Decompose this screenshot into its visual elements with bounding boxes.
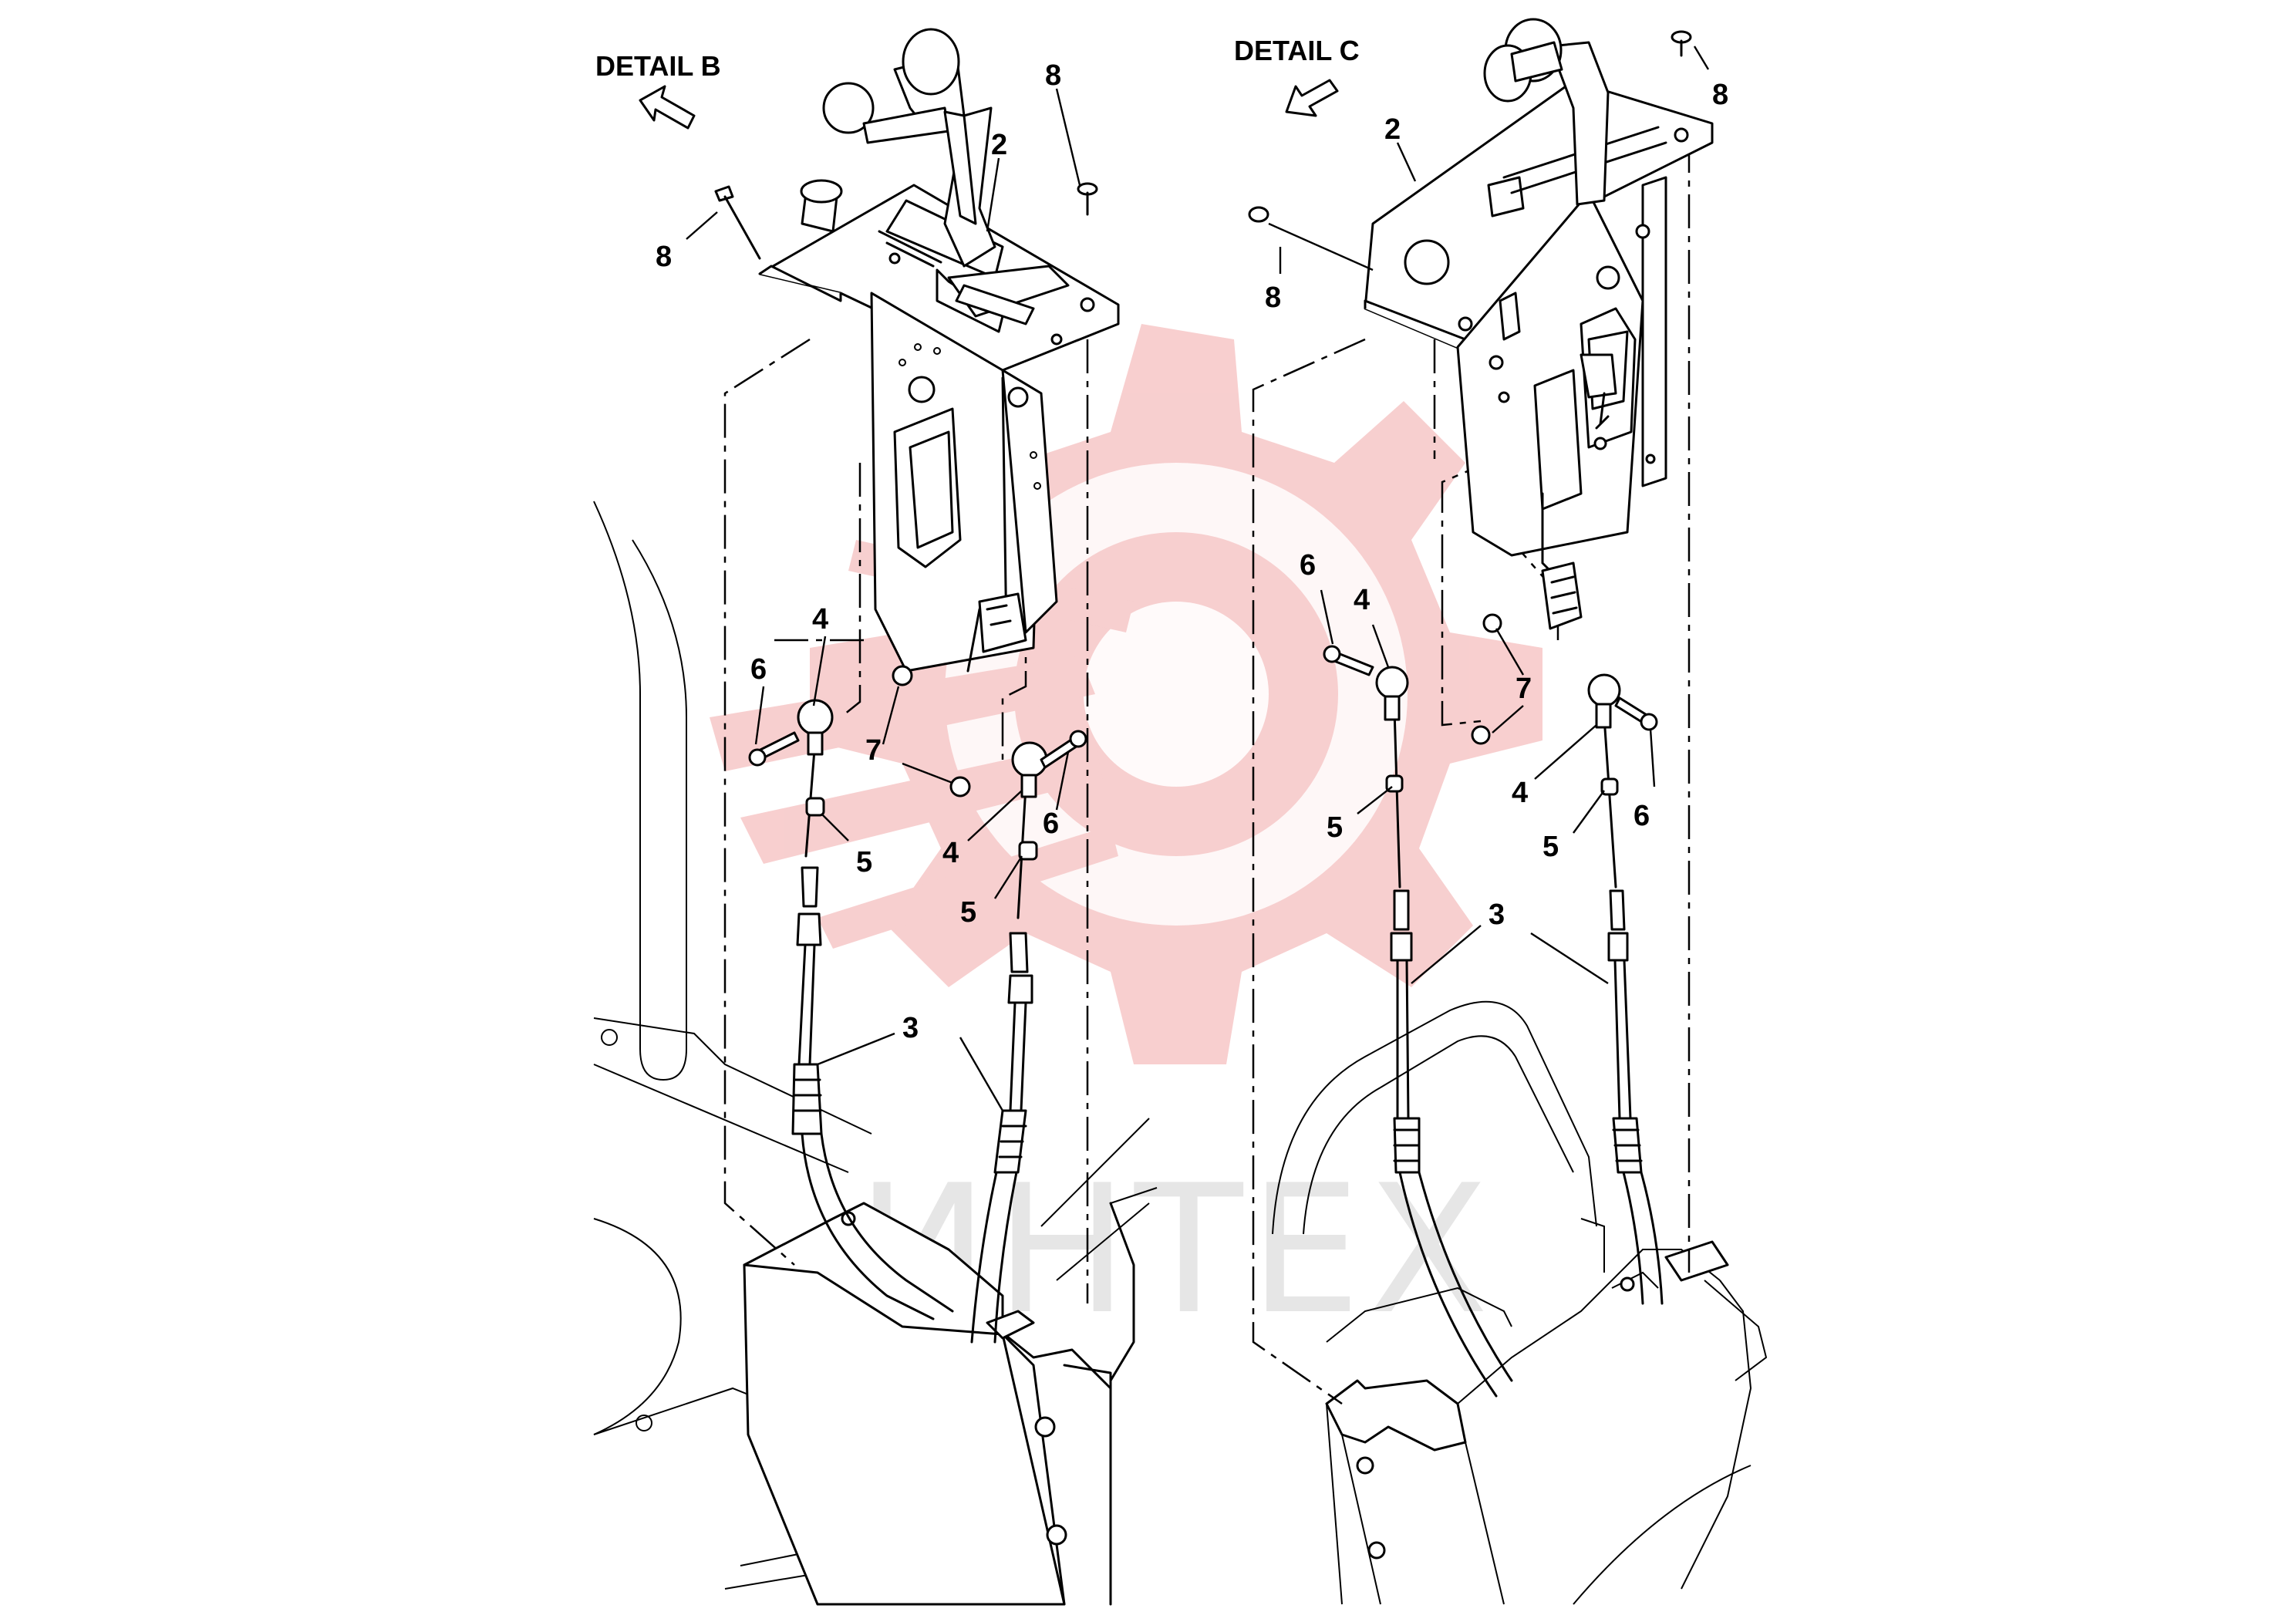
leaders-b: [686, 88, 1081, 1111]
callout-c-8-top-right: 8: [1712, 79, 1728, 111]
callout-c-6-right: 6: [1633, 800, 1650, 832]
shift-lever-assembly-b: [758, 28, 1120, 673]
leaders-c: [1268, 46, 1710, 985]
cable-left-b: [791, 699, 954, 1320]
callout-c-5-left: 5: [1327, 811, 1343, 844]
console-housing-b: [743, 1187, 1158, 1606]
screw-8-right-b: [1077, 182, 1098, 216]
callout-b-2: 2: [991, 129, 1007, 161]
nut-7-upper-c: [1482, 613, 1502, 633]
callout-b-4-right: 4: [942, 837, 959, 869]
detail-b: DETAIL B: [593, 28, 1158, 1606]
callout-c-6-left: 6: [1300, 549, 1316, 582]
arrow-icon: [1285, 79, 1339, 117]
callouts-c: 8 2 8 6 4 7 4 6 5 5 3: [1265, 79, 1728, 931]
screw-8-top-c: [1671, 30, 1692, 57]
screw-8-left-c: [1248, 206, 1269, 223]
callout-b-6-right: 6: [1043, 808, 1059, 840]
callout-b-3: 3: [902, 1012, 919, 1044]
callout-b-6-left: 6: [750, 653, 767, 686]
callout-c-5-right: 5: [1542, 831, 1559, 863]
cable-left-c: [1375, 666, 1513, 1398]
callout-c-4-left: 4: [1354, 584, 1370, 616]
callout-b-8-top-left: 8: [656, 241, 672, 273]
callout-c-2: 2: [1384, 113, 1401, 146]
nut-7-lower-b: [949, 776, 971, 798]
watermark-gear-logo: [710, 324, 1542, 1064]
cable-right-c: [1587, 673, 1664, 1305]
bolt-6-right-c: [1614, 696, 1658, 731]
nut-7-upper-b: [892, 665, 913, 686]
alignment-lines-c: [1252, 139, 1691, 1405]
cable-right-b: [970, 741, 1048, 1344]
bolt-6-right-b: [1040, 730, 1087, 769]
nut-7-lower-c: [1471, 725, 1491, 745]
callout-c-4-right: 4: [1512, 777, 1528, 809]
shift-lever-assembly-c: [1364, 18, 1714, 630]
callout-b-8-top-right: 8: [1045, 59, 1061, 92]
callout-b-5-right: 5: [960, 896, 976, 929]
callout-c-3: 3: [1489, 899, 1505, 931]
alignment-lines-b: [723, 338, 1089, 1303]
arrow-icon: [639, 85, 696, 130]
callout-b-5-left: 5: [856, 846, 872, 878]
detail-b-title: DETAIL B: [595, 50, 721, 82]
callout-c-7: 7: [1515, 673, 1532, 705]
bolt-6-left-c: [1323, 645, 1374, 676]
bolt-6-left-b: [748, 731, 800, 767]
callout-c-8-left: 8: [1265, 282, 1281, 314]
screw-8-left-b: [714, 185, 761, 260]
callouts-b: 8 8 2 4 6 7 7 6 4 5 5 3: [656, 59, 1061, 1044]
callout-b-7-upper: 7: [865, 734, 882, 767]
callout-b-4-left: 4: [812, 603, 828, 636]
detail-c-title: DETAIL C: [1234, 35, 1360, 66]
detail-c: DETAIL C: [1234, 18, 1768, 1605]
